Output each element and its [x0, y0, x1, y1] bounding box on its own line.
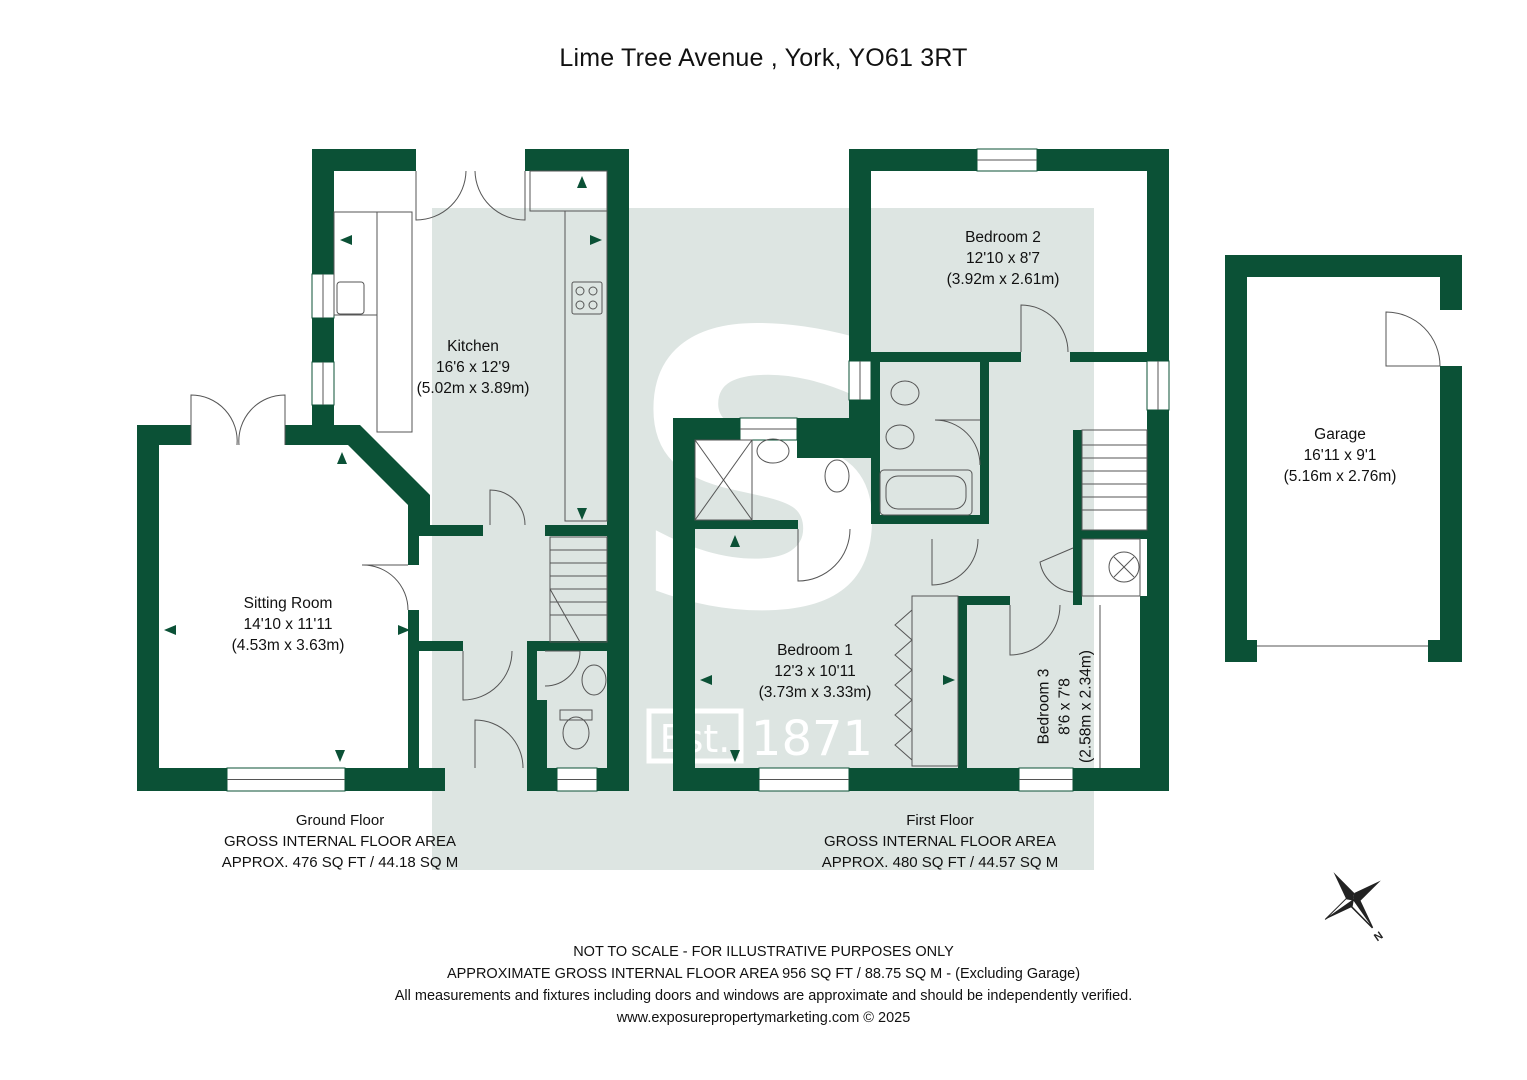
garage-fixtures [1257, 311, 1441, 647]
dimension-arrow [398, 625, 410, 635]
room-size-metric: (5.16m x 2.76m) [1283, 468, 1397, 485]
watermark-year-text: 1871 [751, 711, 873, 767]
room-label-garage: Garage 16'11 x 9'1 (5.16m x 2.76m) [1280, 424, 1400, 487]
floor-area-value: APPROX. 476 SQ FT / 44.18 SQ M [221, 854, 459, 871]
dimension-arrow [577, 508, 587, 520]
dimension-arrow [700, 675, 712, 685]
room-size-imperial: 16'6 x 12'9 [435, 359, 510, 376]
dimension-arrow [335, 750, 345, 762]
room-label-kitchen: Kitchen 16'6 x 12'9 (5.02m x 3.89m) [413, 336, 533, 399]
room-label-bedroom-2: Bedroom 2 12'10 x 8'7 (3.92m x 2.61m) [943, 227, 1063, 290]
room-size-imperial: 12'3 x 10'11 [774, 663, 856, 680]
floor-label-first: First Floor GROSS INTERNAL FLOOR AREA AP… [800, 810, 1080, 873]
floor-area-label: GROSS INTERNAL FLOOR AREA [224, 833, 456, 850]
floor-name: First Floor [906, 812, 974, 829]
dimension-arrow [337, 452, 347, 464]
dimension-arrow [730, 750, 740, 762]
dimension-arrow [164, 625, 176, 635]
room-size-metric: (4.53m x 3.63m) [231, 637, 345, 654]
room-name: Kitchen [447, 338, 499, 355]
room-name: Sitting Room [243, 595, 333, 612]
dimension-arrow [577, 176, 587, 188]
room-label-sitting-room: Sitting Room 14'10 x 11'11 (4.53m x 3.63… [223, 593, 353, 656]
room-size-metric: (5.02m x 3.89m) [416, 380, 530, 397]
ground-floor-windows [226, 273, 598, 792]
room-name: Bedroom 1 [777, 642, 853, 659]
disclaimer-scale: NOT TO SCALE - FOR ILLUSTRATIVE PURPOSES… [573, 944, 954, 960]
room-name: Bedroom 2 [965, 229, 1041, 246]
room-size-metric: (2.58m x 2.34m) [1077, 650, 1095, 763]
floor-name: Ground Floor [295, 812, 385, 829]
first-floor-walls [673, 149, 1169, 791]
floor-area-value: APPROX. 480 SQ FT / 44.57 SQ M [821, 854, 1059, 871]
dimension-arrows [164, 176, 955, 762]
room-size-imperial: 8'6 x 7'8 [1056, 678, 1074, 735]
dimension-arrow [340, 235, 352, 245]
garage-walls [1225, 255, 1462, 662]
disclaimer-measurements: All measurements and fixtures including … [394, 988, 1133, 1004]
first-floor-windows [739, 148, 1170, 792]
room-size-metric: (3.73m x 3.33m) [758, 684, 872, 701]
dimension-arrow [943, 675, 955, 685]
ground-floor-walls [137, 149, 629, 791]
room-size-imperial: 16'11 x 9'1 [1303, 447, 1377, 464]
floor-area-label: GROSS INTERNAL FLOOR AREA [824, 833, 1056, 850]
plan-title: Lime Tree Avenue , York, YO61 3RT [559, 44, 968, 72]
dimension-arrow [730, 535, 740, 547]
disclaimer-total-area: APPROXIMATE GROSS INTERNAL FLOOR AREA 95… [446, 966, 1081, 982]
floor-label-ground: Ground Floor GROSS INTERNAL FLOOR AREA A… [200, 810, 480, 873]
room-label-bedroom-1: Bedroom 1 12'3 x 10'11 (3.73m x 3.33m) [755, 640, 875, 703]
dimension-arrow [590, 235, 602, 245]
first-floor-fixtures [694, 304, 1148, 768]
disclaimer-footer: NOT TO SCALE - FOR ILLUSTRATIVE PURPOSES… [0, 941, 1527, 1029]
room-size-imperial: 12'10 x 8'7 [965, 250, 1040, 267]
room-size-imperial: 14'10 x 11'11 [243, 616, 333, 633]
room-name: Garage [1314, 426, 1366, 443]
compass-rose-icon: N [1324, 872, 1386, 944]
company-website-link[interactable]: www.exposurepropertymarketing.com © 2025 [616, 1010, 911, 1026]
room-name: Bedroom 3 [1035, 668, 1053, 745]
ground-floor-fixtures [190, 170, 608, 769]
room-label-bedroom-3: Bedroom 3 8'6 x 7'8 (2.58m x 2.34m) [1034, 642, 1097, 772]
room-size-metric: (3.92m x 2.61m) [946, 271, 1060, 288]
